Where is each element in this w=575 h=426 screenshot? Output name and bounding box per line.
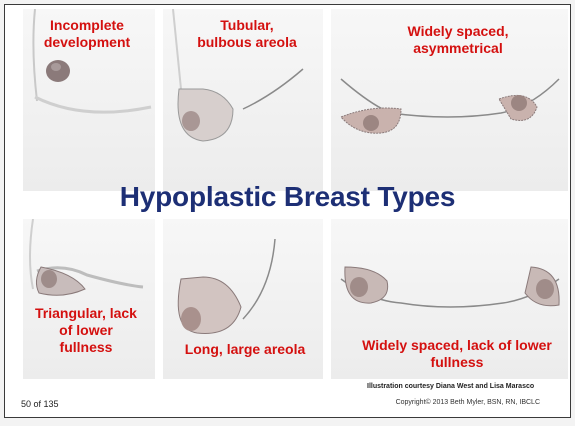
slide-title: Hypoplastic Breast Types [5,181,570,213]
slide-number: 50 of 135 [21,399,59,409]
caption-triangular: Triangular, lack of lower fullness [19,305,153,356]
slide: Incomplete development Tubular, bulbous … [4,4,571,418]
caption-widely-spaced-asymmetrical: Widely spaced, asymmetrical [383,23,533,57]
caption-long-large-areola: Long, large areola [165,341,325,358]
copyright-notice: Copyright© 2013 Beth Myler, BSN, RN, IBC… [396,399,540,406]
caption-incomplete-development: Incomplete development [27,17,147,51]
illustration-credit: Illustration courtesy Diana West and Lis… [367,383,534,390]
caption-widely-spaced-lack-fullness: Widely spaced, lack of lower fullness [343,337,571,371]
caption-tubular: Tubular, bulbous areola [177,17,317,51]
